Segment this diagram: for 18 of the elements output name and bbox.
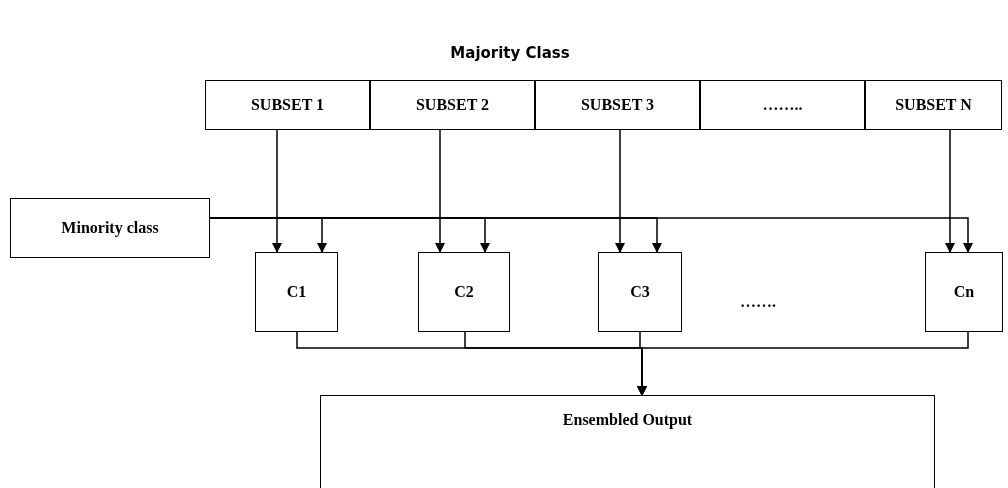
input-box: Minority class [10,198,210,258]
classifier-box: C2 [418,252,510,332]
classifier-box: C3 [598,252,682,332]
arrow [637,331,969,396]
subset-cell: …….. [700,80,865,130]
subset-cell: SUBSET 2 [370,80,535,130]
ellipsis-text: ……. [740,292,776,312]
arrow [435,129,445,253]
arrow [272,129,282,253]
classifier-box: C1 [255,252,338,332]
subset-cell: SUBSET N [865,80,1002,130]
arrow [615,129,625,253]
arrow [945,129,955,253]
output-box: Ensembled Output [320,395,935,488]
subset-cell: SUBSET 1 [205,80,370,130]
diagram-title: Majority Class [449,43,571,64]
classifier-box: Cn [925,252,1003,332]
subset-cell: SUBSET 3 [535,80,700,130]
